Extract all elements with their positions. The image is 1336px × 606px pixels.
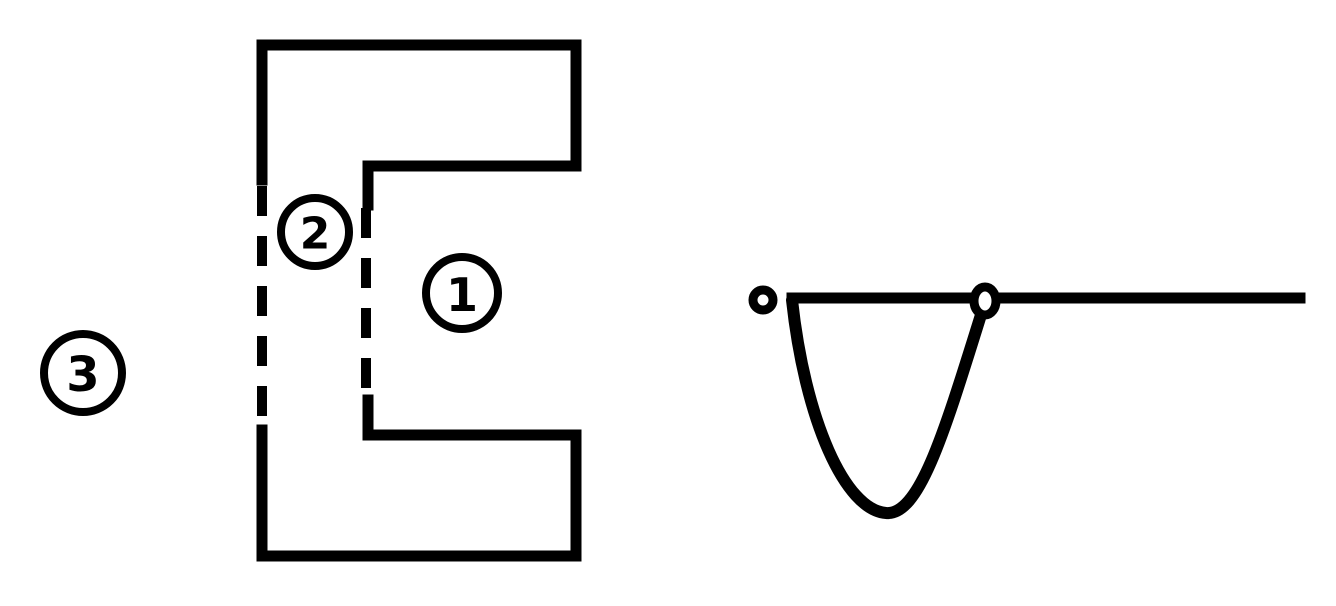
region-3-number: 3: [66, 347, 99, 403]
e-shape-figure: 2 1: [256, 39, 582, 562]
region-label-3: 3: [40, 330, 126, 416]
region-3-circle: [40, 330, 126, 416]
region-label-2: 2: [277, 194, 353, 270]
left-end-marker: [748, 285, 778, 315]
region-2-circle: [277, 194, 353, 270]
junction-marker: [969, 282, 1001, 320]
profile-dip-curve: [786, 294, 991, 519]
region-2-number: 2: [300, 209, 331, 260]
profile-figure: [748, 282, 1306, 519]
region-1-number: 1: [446, 268, 478, 322]
region-1-circle: [422, 253, 502, 333]
outer-boundary: [256, 39, 582, 211]
region-label-1: 1: [422, 253, 502, 333]
outer-boundary-bottom: [256, 394, 582, 562]
